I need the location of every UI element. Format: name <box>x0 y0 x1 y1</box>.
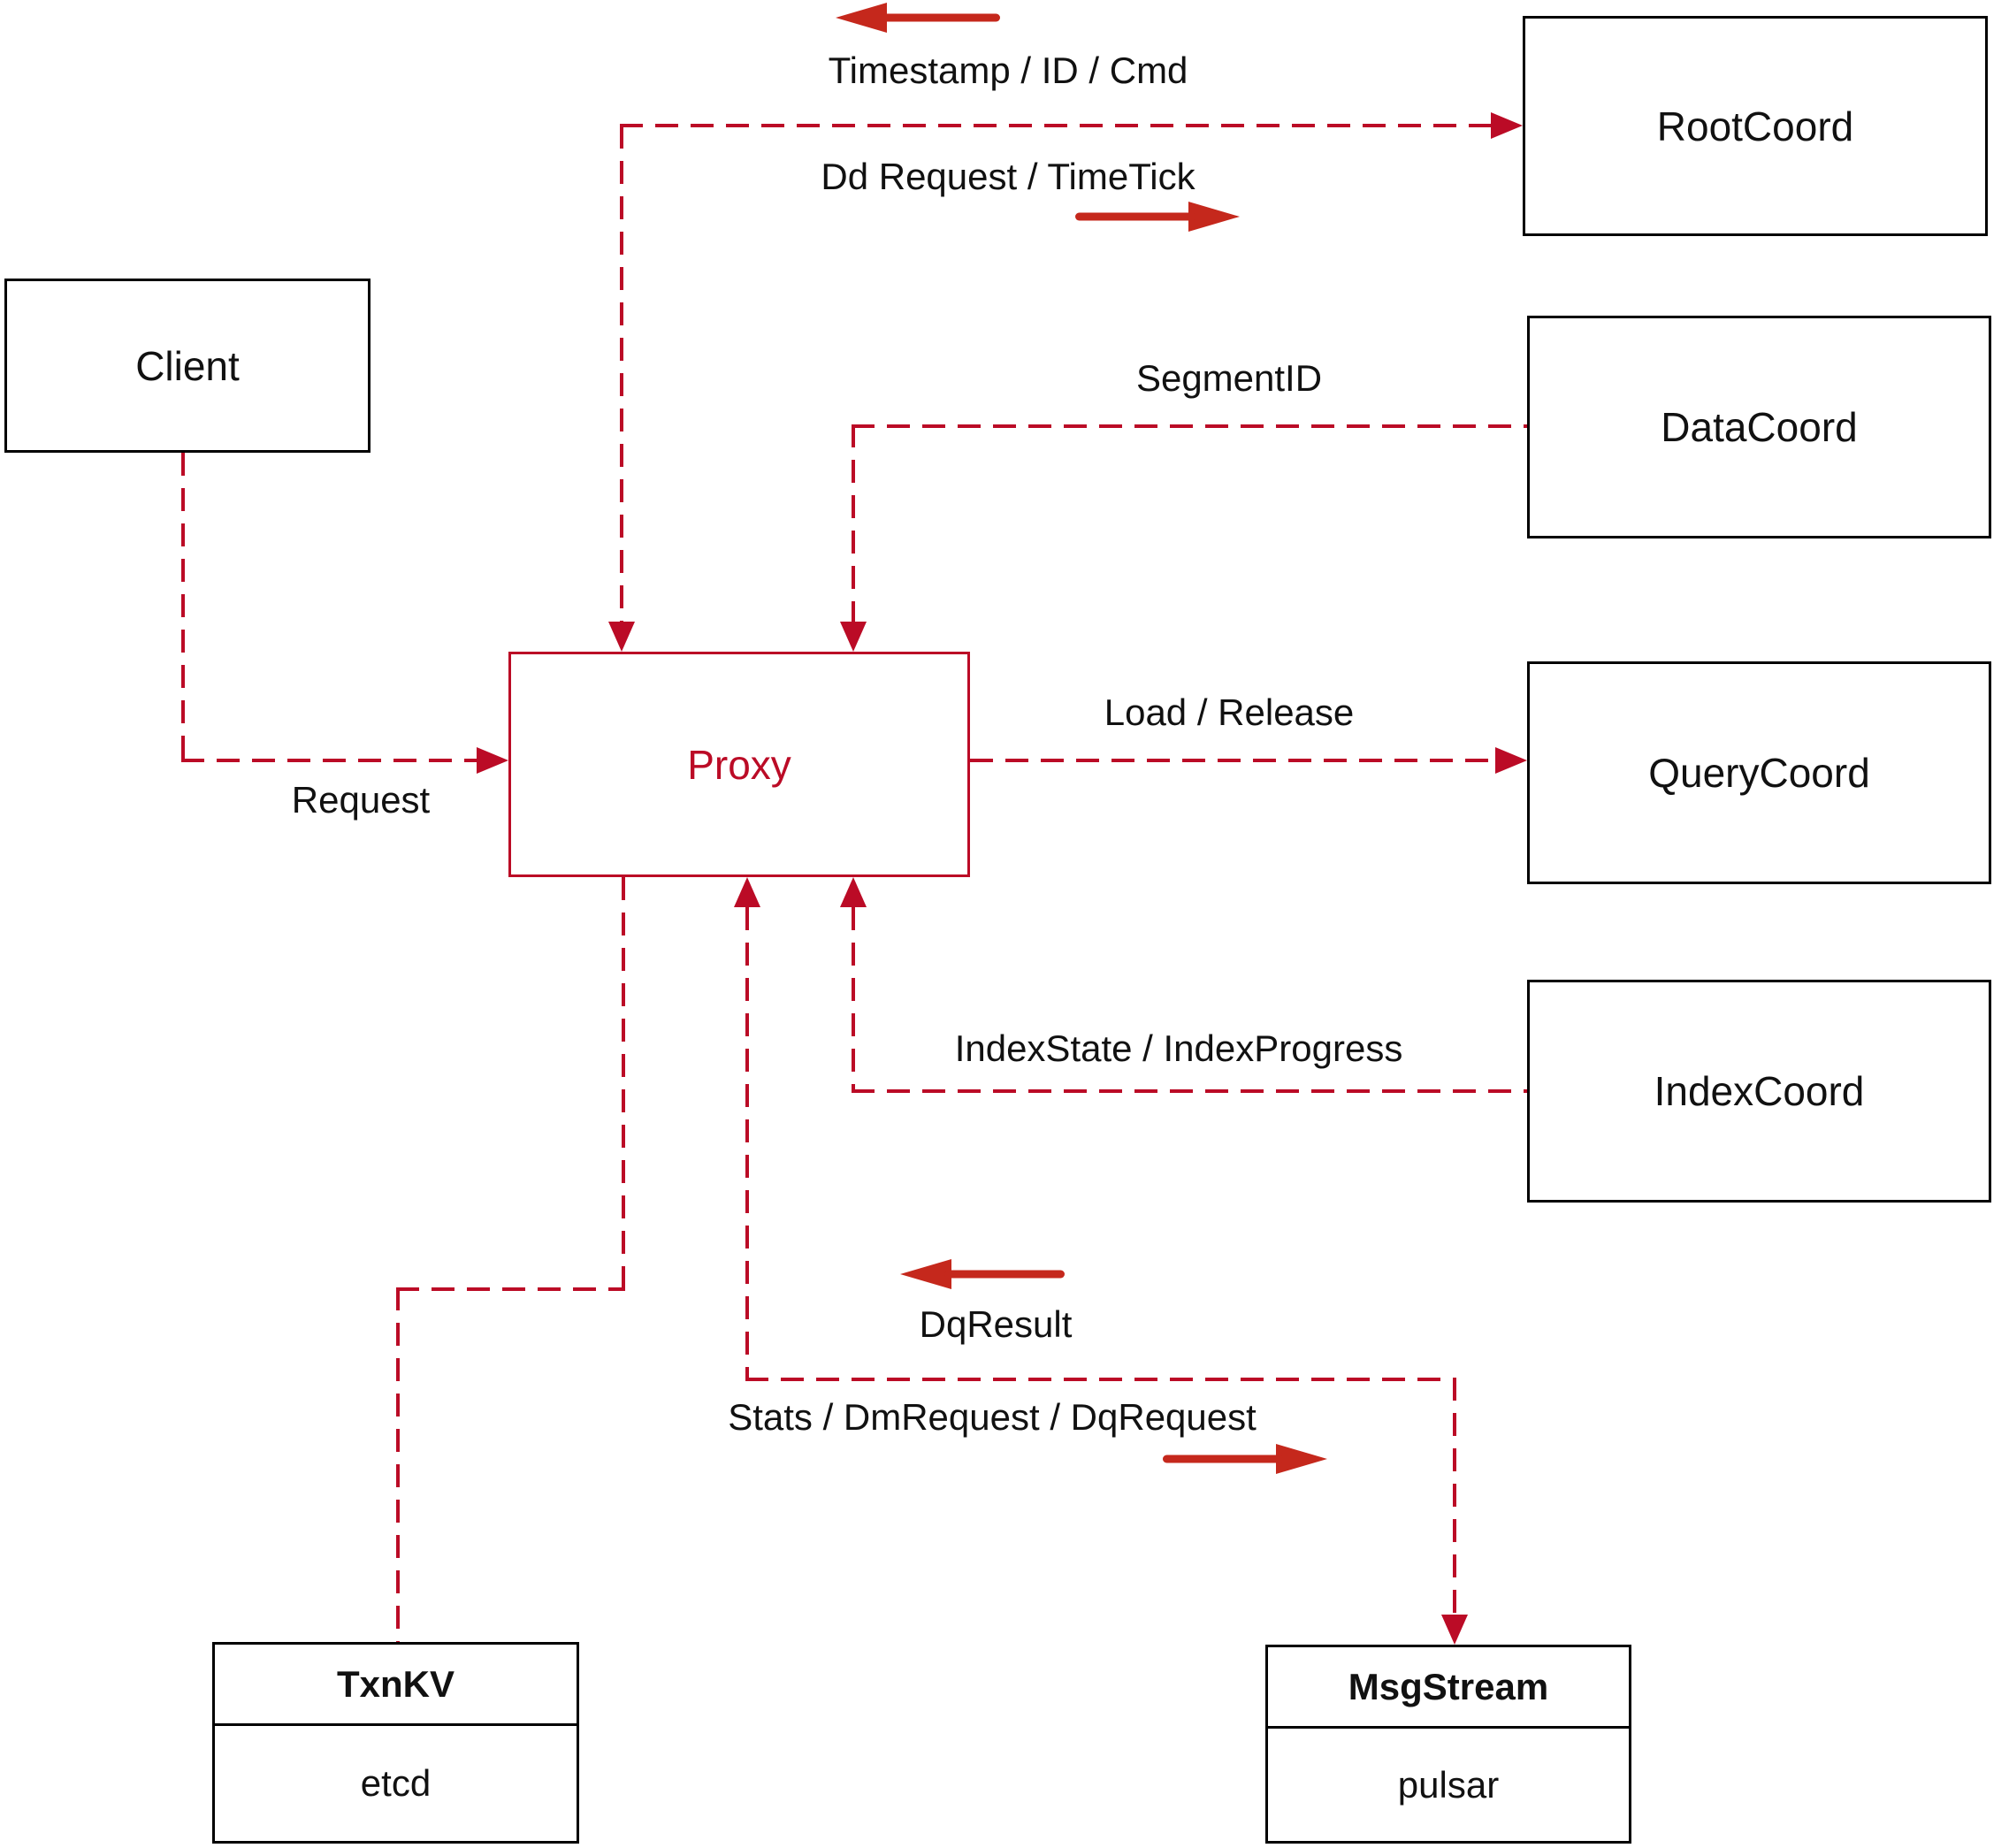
node-querycoord-label: QueryCoord <box>1648 750 1870 796</box>
edge-client-proxy-line-h <box>181 759 485 762</box>
right-direction-arrow-dd-request <box>1075 202 1240 232</box>
node-client: Client <box>4 279 370 453</box>
edge-label-timestamp-id-cmd: Timestamp / ID / Cmd <box>828 50 1188 91</box>
arrowhead-into-proxy-left <box>477 747 508 774</box>
edge-proxy-querycoord-line-h <box>970 759 1495 762</box>
node-querycoord: QueryCoord <box>1527 661 1991 884</box>
node-msgstream-impl: pulsar <box>1397 1763 1500 1806</box>
arrowhead-into-proxy-bottom-right <box>840 877 867 907</box>
node-msgstream: MsgStream pulsar <box>1265 1645 1631 1844</box>
right-direction-arrow-stats <box>1163 1444 1327 1474</box>
arrowhead-into-rootcoord <box>1491 112 1523 139</box>
edge-datacoord-proxy-line-v <box>852 424 855 622</box>
edge-label-indexstate-indexprogress: IndexState / IndexProgress <box>954 1027 1403 1069</box>
node-client-label: Client <box>135 342 240 389</box>
edge-proxy-txnkv-line-h <box>396 1287 625 1291</box>
edge-client-proxy-line-v <box>181 453 185 760</box>
edge-proxy-msgstream-line-v1 <box>745 907 749 1379</box>
edge-datacoord-proxy-line-h <box>852 424 1527 428</box>
node-datacoord-label: DataCoord <box>1661 404 1858 450</box>
edge-label-segmentid: SegmentID <box>1135 357 1323 399</box>
edge-proxy-msgstream-line-v2 <box>1453 1378 1456 1615</box>
edge-indexcoord-proxy-line-v <box>852 907 855 1089</box>
edge-label-dqresult: DqResult <box>919 1303 1073 1345</box>
node-txnkv-impl: etcd <box>360 1762 432 1804</box>
arrowhead-into-msgstream <box>1441 1615 1468 1645</box>
arrowhead-into-proxy-bottom-left <box>734 877 760 907</box>
edge-label-load-release: Load / Release <box>1104 691 1355 733</box>
edge-proxy-txnkv-line-v2 <box>396 1287 400 1642</box>
left-direction-arrow-dqresult <box>900 1259 1065 1289</box>
node-proxy-label: Proxy <box>687 741 791 788</box>
arrowhead-into-querycoord <box>1495 747 1527 774</box>
node-proxy: Proxy <box>508 652 970 877</box>
node-indexcoord: IndexCoord <box>1527 980 1991 1203</box>
node-txnkv-title: TxnKV <box>215 1645 577 1726</box>
arrowhead-into-proxy-top-right <box>840 622 867 652</box>
edge-proxy-txnkv-line-v1 <box>622 877 625 1289</box>
edge-proxy-rootcoord-line-h <box>620 124 1491 127</box>
edge-label-dd-request-timetick: Dd Request / TimeTick <box>821 156 1195 197</box>
edge-label-request: Request <box>291 779 431 821</box>
edge-indexcoord-proxy-line-h <box>852 1089 1527 1093</box>
node-rootcoord: RootCoord <box>1523 16 1988 236</box>
edge-label-stats-dmrequest-dqrequest: Stats / DmRequest / DqRequest <box>728 1396 1257 1438</box>
edge-proxy-rootcoord-line-v <box>620 126 623 622</box>
left-direction-arrow-timestamp <box>836 3 1000 33</box>
edge-proxy-msgstream-line-h <box>745 1378 1456 1381</box>
node-msgstream-title: MsgStream <box>1268 1647 1629 1729</box>
node-rootcoord-label: RootCoord <box>1656 103 1854 149</box>
node-datacoord: DataCoord <box>1527 316 1991 538</box>
arrowhead-into-proxy-top-left <box>608 622 635 652</box>
node-indexcoord-label: IndexCoord <box>1654 1068 1865 1114</box>
node-txnkv: TxnKV etcd <box>212 1642 579 1844</box>
